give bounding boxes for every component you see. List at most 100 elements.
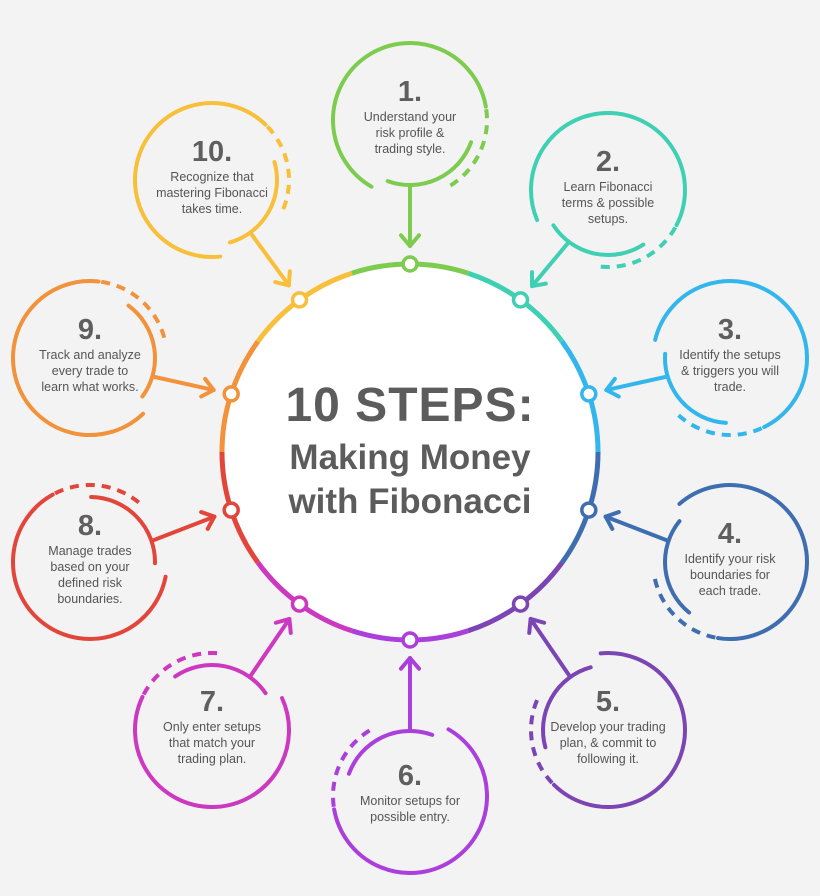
connector-line-step-8: [151, 514, 217, 543]
step-4-text-line: each trade.: [698, 584, 762, 598]
arrow-head-icon-step-6: [398, 656, 422, 671]
step-1-text-line: Understand your: [363, 110, 457, 124]
step-4-text-line: boundaries for: [690, 568, 770, 582]
step-7-label: 7. Only enter setups that match your tradin…: [142, 685, 282, 767]
bubble-outline-step-4: [677, 483, 809, 641]
step-3-number: 3.: [717, 314, 743, 346]
step-7-text-line: Only enter setups: [163, 720, 261, 734]
step-6-text-line: Monitor setups for: [359, 794, 461, 808]
step-9-number: 9.: [77, 314, 103, 346]
step-1-label: 1. Understand your risk profile & trading s…: [340, 75, 480, 157]
step-6-text-line: possible entry.: [370, 810, 450, 824]
bubble-outline-step-3: [653, 279, 809, 429]
bubble-inner-arc-step-1: [385, 140, 474, 187]
bubble-inner-arc-step-9: [126, 303, 157, 399]
bubble-inner-arc-step-10: [227, 160, 279, 245]
ring-dot-step-7: [290, 595, 309, 613]
bubble-inner-arc-step-6: [346, 729, 435, 776]
bubble-dashed-step-8: [54, 483, 142, 506]
arrow-head-icon-step-7: [273, 616, 293, 635]
step-5-text-line: plan, & commit to: [559, 736, 657, 750]
step-7-number: 7.: [199, 686, 225, 718]
bubble-dashed-step-9: [100, 279, 167, 341]
step-3-text-line: trade.: [714, 380, 746, 394]
connector-line-step-7: [248, 616, 292, 678]
bubble-inner-arc-step-3: [663, 351, 728, 425]
ring-dot-step-10: [290, 291, 309, 309]
ring-dot-step-9: [222, 385, 240, 403]
step-3-text-line: Identify the setups: [679, 348, 781, 362]
bubble-inner-arc-step-5: [541, 665, 593, 750]
ring-dot-step-5: [511, 595, 530, 613]
bubble-outline-step-8: [11, 492, 168, 641]
step-7-text-line: trading plan.: [177, 752, 247, 766]
arrow-head-icon-step-4: [603, 510, 621, 531]
bubble-inner-arc-step-8: [89, 495, 157, 566]
step-8-text-line: based on your: [50, 560, 130, 574]
step-5-text-line: Develop your trading: [550, 720, 666, 734]
step-7-text-line: that match your: [168, 736, 256, 750]
step-5-number: 5.: [595, 686, 621, 718]
arrow-head-icon-step-3: [604, 376, 621, 399]
bubble-inner-arc-step-4: [662, 519, 692, 615]
bubble-outline-step-10: [133, 101, 268, 259]
arrow-head-icon-step-2: [529, 270, 548, 289]
ring-dot-step-8: [222, 501, 240, 519]
step-6-number: 6.: [397, 760, 423, 792]
bubble-dashed-step-3: [675, 412, 763, 437]
bubble-outline-step-9: [10, 279, 146, 437]
step-1-number: 1.: [397, 76, 423, 108]
step-2-text-line: setups.: [587, 212, 629, 226]
step-8-number: 8.: [77, 510, 103, 542]
bubble-inner-arc-step-7: [173, 663, 268, 696]
step-2-number: 2.: [595, 146, 621, 178]
step-4-number: 4.: [717, 518, 743, 550]
bubble-dashed-step-1: [447, 109, 489, 189]
center-subtitle-line1: Making Money: [289, 438, 531, 477]
bubble-outline-step-5: [551, 651, 687, 809]
step-10-label: 10. Recognize that mastering Fibonacci take…: [142, 135, 282, 217]
bubble-dashed-step-4: [652, 576, 716, 640]
bubble-dashed-step-7: [141, 651, 220, 696]
step-10-number: 10.: [191, 136, 233, 168]
bubble-dashed-step-6: [331, 727, 373, 807]
connector-line-step-2: [530, 241, 570, 289]
step-8-text-line: boundaries.: [57, 592, 123, 606]
step-3-label: 3. Identify the setups & triggers you will…: [660, 313, 800, 395]
step-9-text-line: every trade to: [51, 364, 129, 378]
bubble-dashed-step-10: [265, 125, 291, 213]
center-ring: [222, 264, 598, 640]
center-subtitle-line2: with Fibonacci: [288, 482, 532, 521]
step-10-text-line: Recognize that: [170, 170, 254, 184]
connector-line-step-10: [249, 232, 291, 288]
bubble-outline-step-2: [529, 111, 687, 228]
bubble-outline-step-1: [331, 40, 488, 189]
arrow-head-icon-step-1: [398, 233, 422, 248]
step-1-text-line: trading style.: [374, 142, 446, 156]
bubble-inner-arc-step-2: [551, 223, 646, 257]
ring-dot-step-6: [401, 631, 419, 649]
arrow-head-icon-step-8: [199, 510, 217, 531]
center-heading: 10 STEPS:: [285, 379, 535, 432]
connector-line-step-9: [152, 374, 216, 393]
arrow-head-icon-step-10: [273, 269, 292, 288]
step-10-text-line: mastering Fibonacci: [156, 186, 268, 200]
step-10-text-line: takes time.: [181, 202, 243, 216]
step-4-text-line: Identify your risk: [684, 552, 776, 566]
center-title: 10 STEPS: Making Money with Fibonacci: [215, 378, 605, 522]
arrow-head-icon-step-5: [527, 616, 547, 635]
step-3-text-line: & triggers you will: [681, 364, 779, 378]
step-2-text-line: terms & possible: [561, 196, 655, 210]
ring-dot-step-2: [511, 291, 530, 309]
ring-dot-step-4: [580, 501, 598, 519]
ring-dot-step-3: [580, 385, 598, 403]
step-1-text-line: risk profile &: [375, 126, 445, 140]
connector-line-step-3: [604, 374, 668, 393]
bubble-outline-step-6: [332, 727, 489, 876]
